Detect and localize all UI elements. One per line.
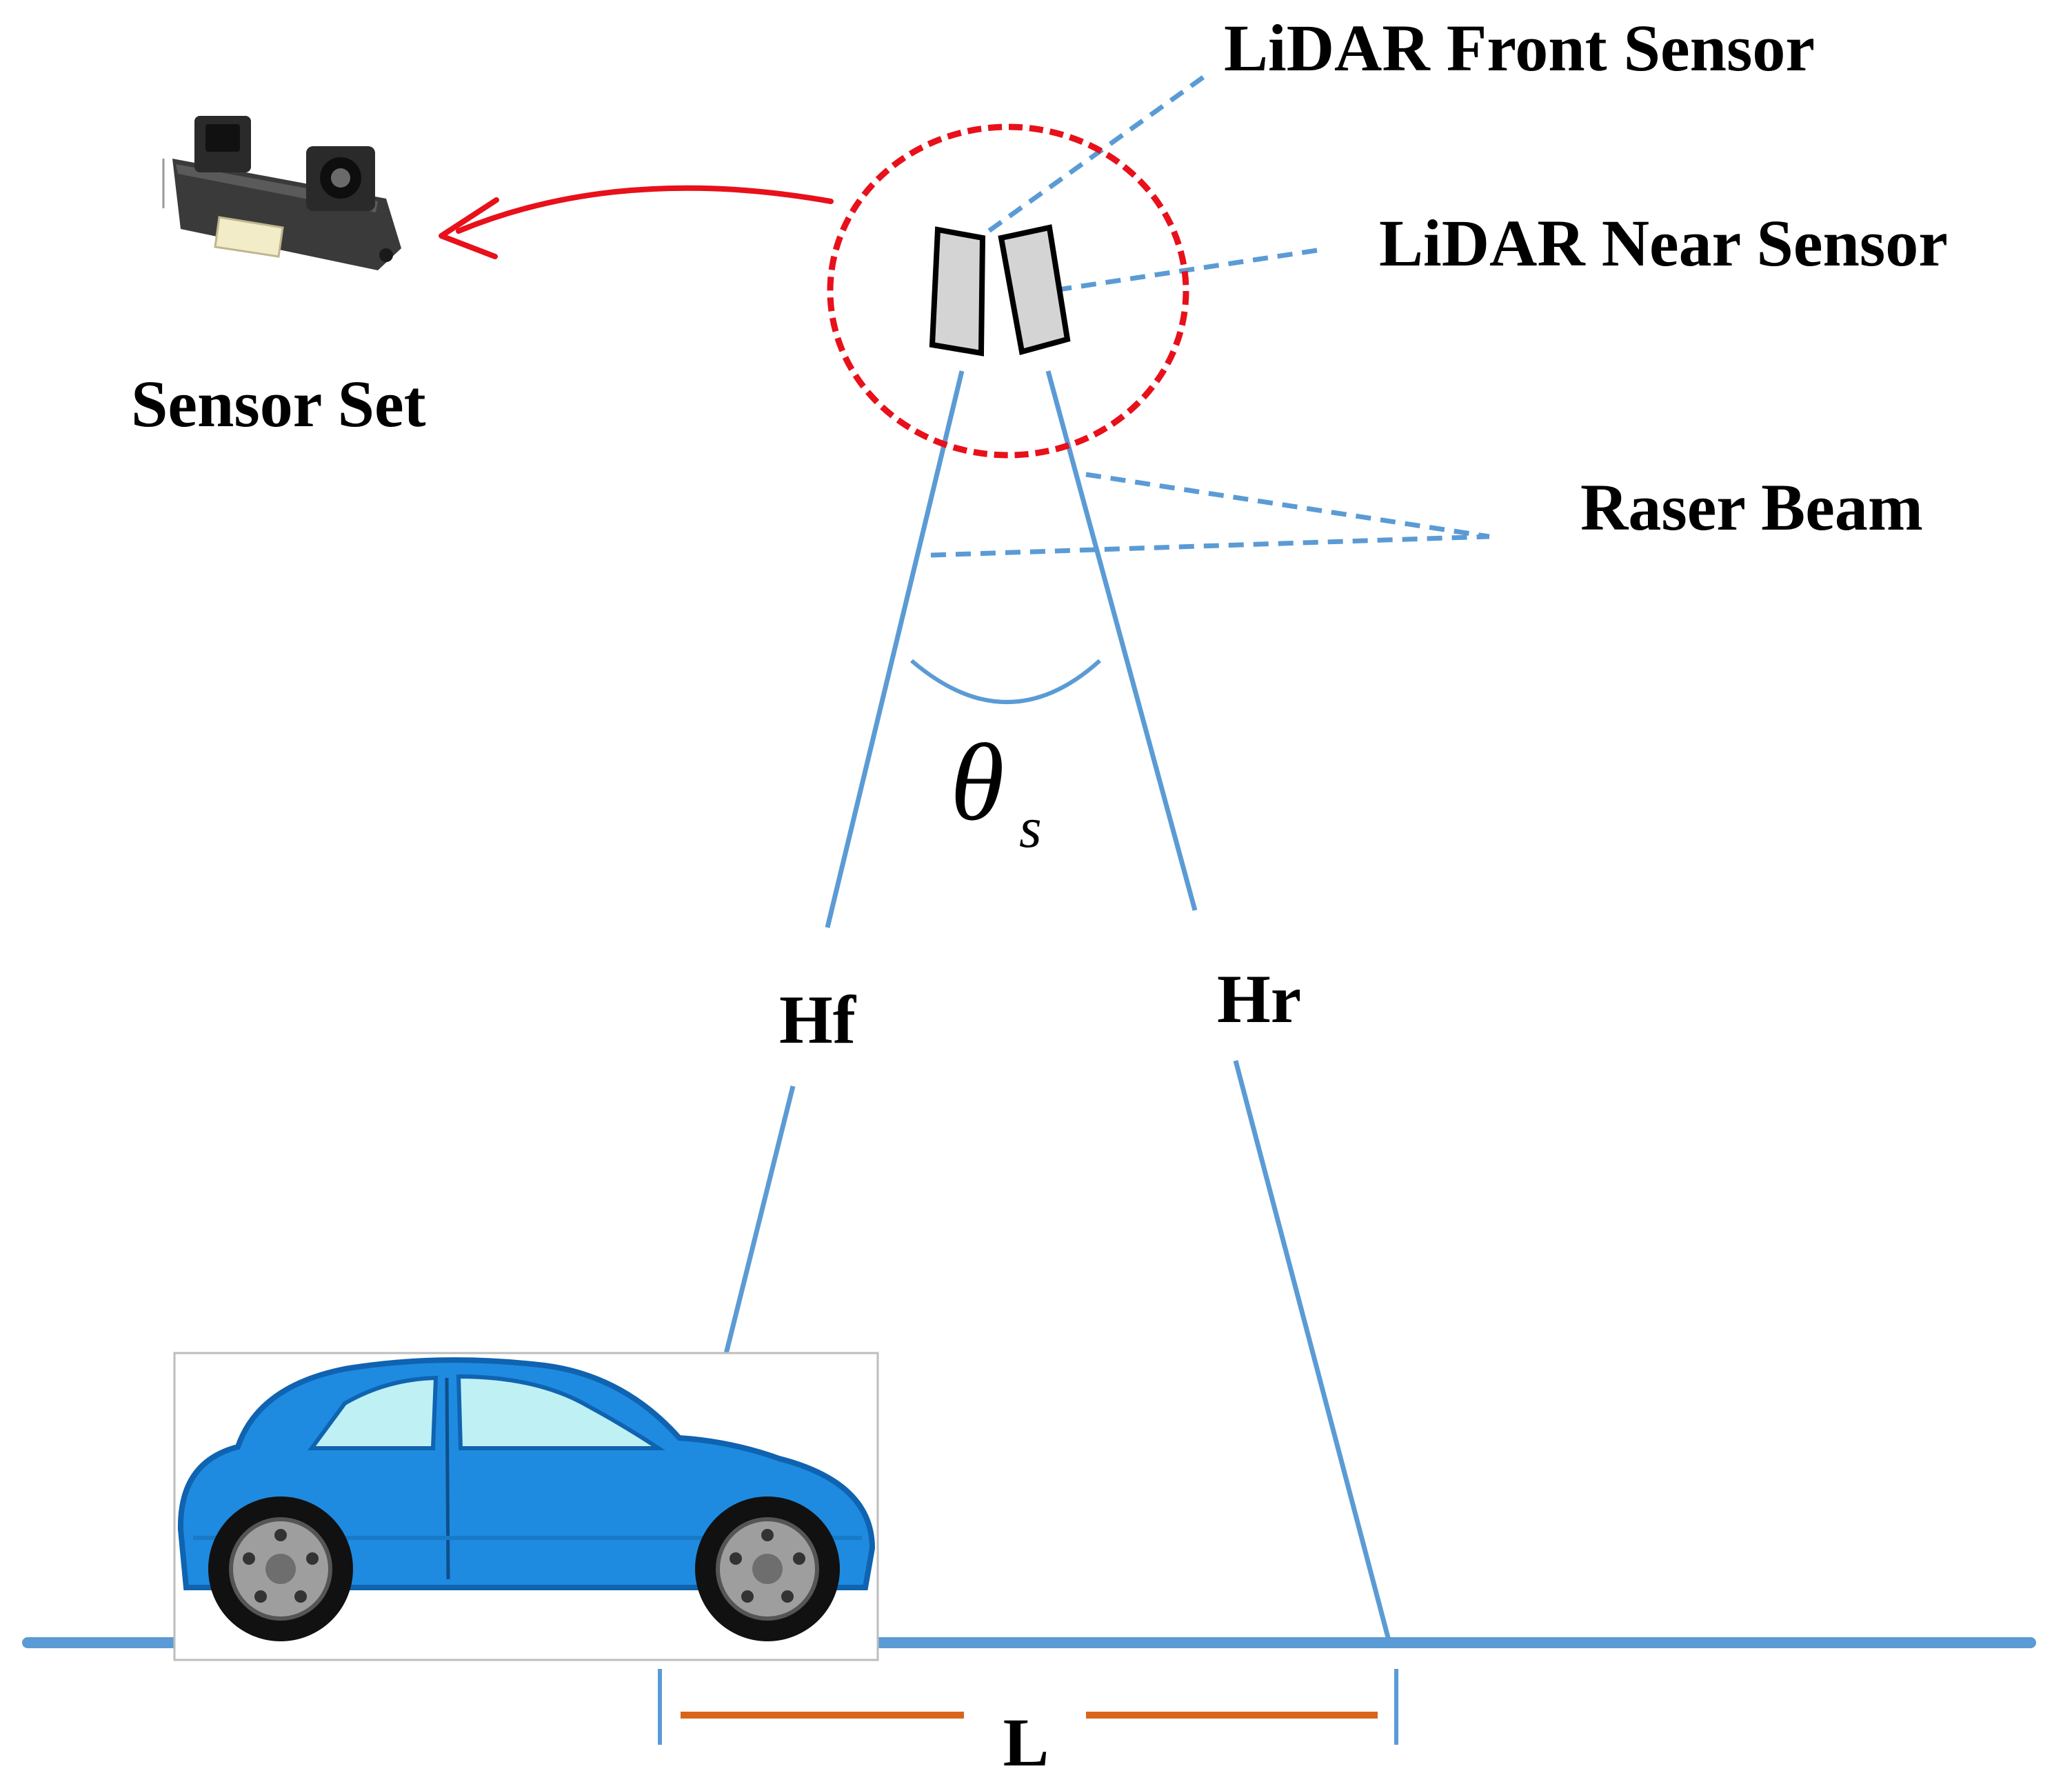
length-label: L — [1003, 1704, 1049, 1781]
theta-symbol: θ — [950, 721, 1005, 843]
car-front-wheel — [208, 1496, 353, 1641]
hr-label: Hr — [1217, 961, 1301, 1037]
callout-lines — [930, 75, 1490, 558]
near-sensor-body — [998, 224, 1071, 356]
sensor-highlight-circle — [827, 123, 1189, 459]
front-beam-lower — [723, 1085, 796, 1357]
car-rear-wheel — [695, 1496, 840, 1641]
lidar-sensor-pair — [929, 224, 1071, 357]
front-sensor-label: LiDAR Front Sensor — [1224, 11, 1815, 85]
front-sensor-callout — [977, 75, 1205, 240]
near-sensor-callout — [1058, 248, 1318, 292]
rear-beam-lower — [1233, 1060, 1392, 1643]
lidar-sensor-module-icon — [162, 116, 401, 270]
front-sensor-body — [929, 226, 986, 357]
sensor-pointer-arrow — [439, 185, 834, 259]
blue-car-icon — [177, 1357, 876, 1641]
hf-label: Hf — [779, 981, 857, 1058]
rear-beam-upper — [1045, 370, 1198, 911]
length-measurement — [658, 1669, 1398, 1745]
theta-subscript: s — [1019, 796, 1042, 860]
beam-label: Raser Beam — [1580, 470, 1923, 544]
sensor-set-label: Sensor Set — [131, 367, 426, 441]
near-sensor-label: LiDAR Near Sensor — [1379, 206, 1948, 280]
beam-callout-upper — [1085, 472, 1490, 539]
beam-callout-lower — [930, 534, 1490, 558]
angle-arc — [910, 659, 1102, 704]
laser-beams — [723, 370, 1392, 1643]
front-beam-upper — [825, 370, 965, 928]
